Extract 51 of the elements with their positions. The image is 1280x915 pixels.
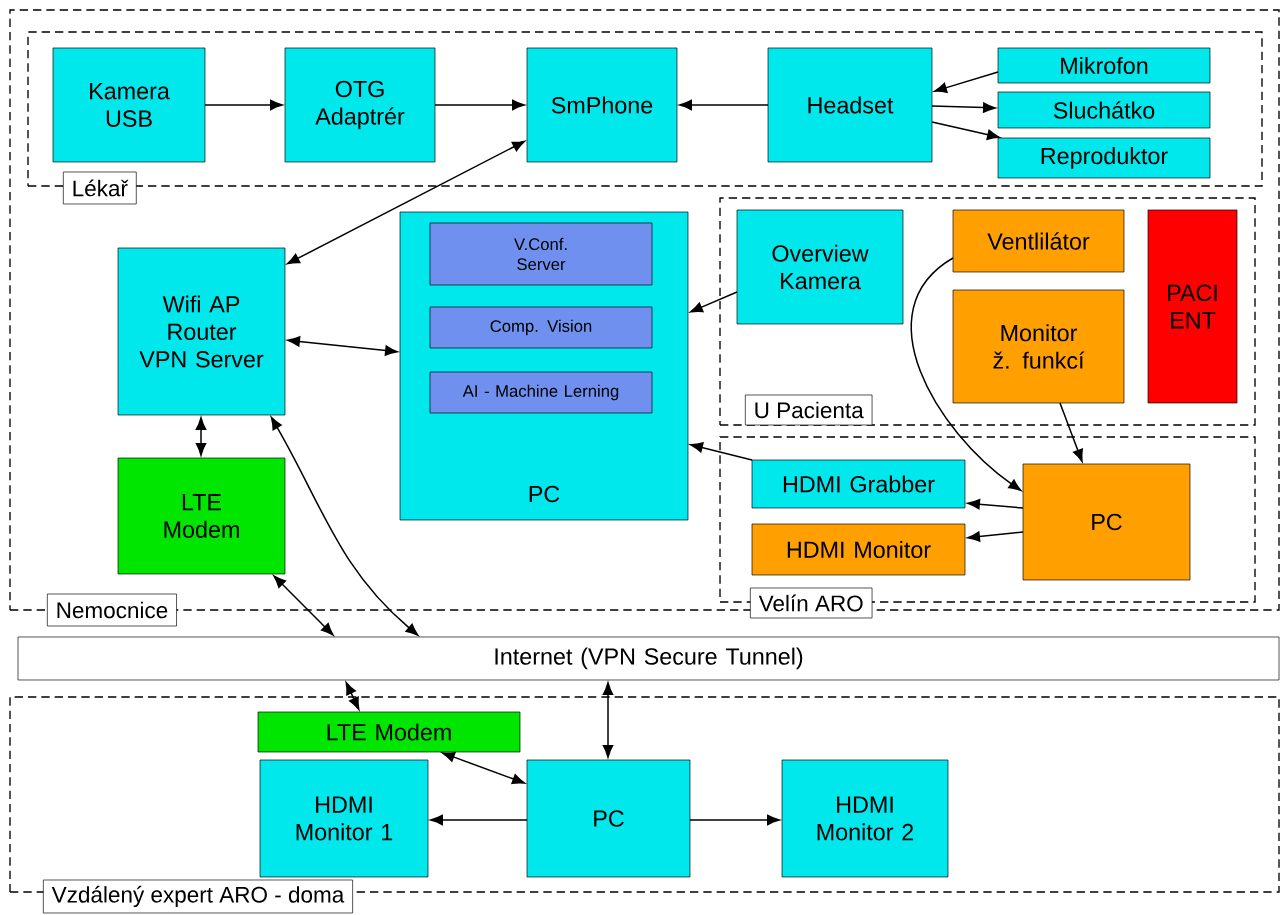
device-box: PACI ENT xyxy=(1147,209,1238,404)
arrow xyxy=(270,416,419,636)
device-box: HDMI Monitor xyxy=(751,523,966,576)
arrow xyxy=(434,99,525,111)
arrow xyxy=(345,681,360,711)
arrow xyxy=(287,336,398,356)
group-label: Nemocnice xyxy=(47,593,177,627)
group-label: Lékař xyxy=(63,171,137,205)
device-box: Kamera USB xyxy=(52,47,206,163)
device-box: Ventlilátor xyxy=(952,209,1125,273)
group-label: Vzdálený expert ARO - doma xyxy=(43,879,353,914)
device-box: PC xyxy=(1022,463,1191,581)
arrow xyxy=(204,99,283,111)
device-box: Monitor ž. funkcí xyxy=(952,289,1125,404)
arrow xyxy=(910,257,1022,492)
device-box: LTE Modem xyxy=(117,457,286,575)
arrow xyxy=(689,814,780,826)
device-box: Mikrofon xyxy=(997,47,1211,84)
device-box: Reproduktor xyxy=(997,137,1211,179)
arrow xyxy=(690,442,753,461)
device-box: Headset xyxy=(767,47,933,163)
arrow xyxy=(430,814,528,826)
device-box: HDMI Monitor 1 xyxy=(259,759,429,878)
arrow xyxy=(934,71,999,93)
group-label: U Pacienta xyxy=(745,394,873,426)
device-box: PC xyxy=(526,759,691,878)
device-box: Overview Kamera xyxy=(736,209,904,325)
device-box: OTG Adaptrér xyxy=(284,47,436,163)
arrow xyxy=(286,140,526,265)
device-box: Sluchátko xyxy=(997,91,1211,129)
device-box: V.Conf. Server xyxy=(429,222,653,286)
arrow xyxy=(690,291,738,313)
arrow xyxy=(442,751,525,785)
device-box: LTE Modem xyxy=(257,711,521,753)
arrow xyxy=(931,121,1000,140)
group-label: Velín ARO xyxy=(750,587,873,619)
device-box: SmPhone xyxy=(526,47,678,163)
arrow xyxy=(195,417,207,456)
device-box: AI - Machine Lerning xyxy=(429,371,653,414)
device-box: HDMI Monitor 2 xyxy=(781,759,949,878)
arrow xyxy=(602,682,614,758)
arrow xyxy=(967,499,1024,510)
arrow xyxy=(967,531,1024,542)
device-box: Comp. Vision xyxy=(429,306,653,349)
device-box: Internet (VPN Secure Tunnel) xyxy=(17,636,1280,681)
arrow xyxy=(679,99,769,111)
arrow xyxy=(1059,402,1083,462)
device-box: HDMI Grabber xyxy=(751,459,966,509)
arrow xyxy=(273,575,334,636)
arrow xyxy=(931,102,996,113)
device-box: Wifi AP Router VPN Server xyxy=(117,247,286,416)
